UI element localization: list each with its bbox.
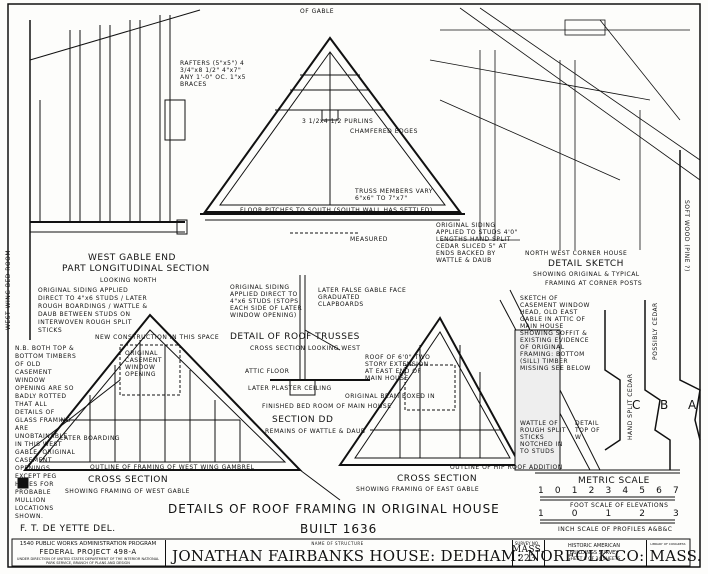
sketch-title1: NORTH WEST CORNER HOUSE [525, 250, 628, 257]
profile-a-label: A [688, 398, 698, 412]
detail-sketch-drawing [429, 7, 701, 250]
west-section-title: CROSS SECTION [88, 475, 169, 485]
longitudinal-section-drawing [29, 9, 201, 340]
scale-tick-label: 1 [538, 486, 545, 496]
inch-scale-label: INCH SCALE OF PROFILES A&B&C [558, 526, 673, 533]
profile-b-label: B [660, 398, 670, 412]
east-section-sub: SHOWING FRAMING OF EAST GABLE [356, 486, 480, 493]
survey-number-2: 223 [517, 554, 537, 564]
west-wing-label: WEST WING BED ROOM [5, 249, 12, 330]
scale-tick-label: 1 [571, 486, 578, 496]
east-outline-note: OUTLINE OF HIP ROOF ADDITION [450, 464, 563, 471]
dd-note2: LATER FALSE GABLE FACE GRADUATED CLAPBOA… [318, 287, 407, 308]
scale-tick-label: 4 [622, 486, 629, 496]
roof-truss-drawing [176, 36, 465, 235]
structure-name: JONATHAN FAIRBANKS HOUSE: DEDHAM: NORFOL… [172, 547, 702, 565]
long-section-sub2: LOOKING NORTH [100, 277, 157, 284]
section-dd-drawing [270, 275, 370, 396]
truss-members-note: TRUSS MEMBERS VARY 6"x6" TO 7"x7" [355, 188, 433, 202]
main-title: DETAILS OF ROOF FRAMING IN ORIGINAL HOUS… [168, 502, 500, 516]
west-outline-note: OUTLINE OF FRAMING OF WEST WING GAMBREL [90, 464, 255, 471]
west-section-sub: SHOWING FRAMING OF WEST GABLE [65, 488, 190, 495]
new-construction-note: NEW CONSTRUCTION IN THIS SPACE [95, 334, 220, 341]
scale-tick-label: 0 [554, 486, 562, 496]
scale-tick-label: 1 [605, 509, 612, 519]
east-wattle-note: WATTLE OF ROUGH SPLIT STICKS NOTCHED IN … [520, 420, 567, 455]
metric-scale-label: METRIC SCALE [578, 476, 650, 486]
scale-tick-label: 1 [538, 509, 545, 519]
chamfered-note: CHAMFERED EDGES [350, 128, 418, 135]
east-sketch-note: SKETCH OF CASEMENT WINDOW HEAD, OLD EAST… [520, 295, 591, 372]
east-gable-section-drawing [338, 289, 601, 471]
project-label: FEDERAL PROJECT 498-A [39, 548, 137, 556]
nb-note: N.B. BOTH TOP & BOTTOM TIMBERS OF OLD CA… [15, 345, 77, 520]
east-detail-note: DETAIL TOP OF W [575, 420, 601, 441]
east-section-title: CROSS SECTION [397, 474, 478, 484]
scale-tick-label: 3 [605, 486, 612, 496]
gable-label: OF GABLE [300, 8, 335, 15]
habs-line1: HISTORIC AMERICAN [568, 543, 620, 549]
dd-beam: ORIGINAL BEAM BOXED IN [345, 393, 436, 400]
profile-possibly-cedar: POSSIBLY CEDAR [652, 302, 659, 360]
sheet-border [7, 3, 701, 568]
purlins-note: 3 1/2x4 1/2 PURLINS [302, 118, 374, 125]
structure-label: NAME OF STRUCTURE [311, 541, 364, 546]
long-section-note: ORIGINAL SIDING APPLIED DIRECT TO 4"x6 S… [38, 287, 148, 334]
scale-tick-label: 2 [588, 486, 595, 496]
original-casement-note: ORIGINAL CASEMENT WINDOW OPENING [125, 350, 163, 378]
dd-title: SECTION DD [272, 415, 334, 425]
profile-c-label: C [632, 398, 642, 412]
measured-note: MEASURED [350, 236, 388, 243]
long-section-sub1: PART LONGITUDINAL SECTION [62, 264, 210, 274]
molding-profiles-drawing [604, 150, 701, 470]
west-gable-section-drawing [17, 313, 341, 501]
siding-note: ORIGINAL SIDING APPLIED TO STUDS 4'0" LE… [436, 222, 518, 264]
sheet-number: SHEET 8 OF 24 SHEETS [567, 557, 621, 562]
program-label: 1540 PUBLIC WORKS ADMINISTRATION PROGRAM [19, 541, 157, 547]
sketch-sub1: SHOWING ORIGINAL & TYPICAL [533, 271, 640, 278]
dd-note3: ROOF OF 6'0" TWO STORY EXTENSION AT EAST… [365, 354, 431, 382]
foot-scale-label: FOOT SCALE OF ELEVATIONS [570, 502, 669, 509]
later-boarding-note: LATER BOARDING [60, 435, 121, 442]
survey-number-1: MASS. [512, 545, 544, 555]
habs-line2: BUILDINGS SURVEY [569, 550, 619, 556]
survey-label: SURVEY NO. [514, 541, 540, 546]
title-block-frame [11, 538, 691, 567]
trusses-subtitle: CROSS SECTION LOOKING WEST [250, 345, 361, 352]
scale-tick-label: 2 [639, 509, 646, 519]
dd-remains: REMAINS OF WATTLE & DAUB [265, 428, 366, 435]
dd-note1: ORIGINAL SIDING APPLIED DIRECT TO 4"x6 S… [230, 284, 303, 319]
built-date: BUILT 1636 [300, 522, 378, 536]
dd-bedroom: FINISHED BED ROOM OF MAIN HOUSE [262, 403, 392, 410]
scale-tick-label: 7 [673, 486, 680, 496]
sketch-title2: DETAIL SKETCH [548, 259, 624, 269]
scale-bars [535, 469, 680, 524]
library-label: LIBRARY OF CONGRESS [650, 542, 686, 546]
scale-tick-label: 0 [571, 509, 578, 519]
dd-later: LATER PLASTER CEILING [248, 385, 332, 392]
profile-soft-wood: SOFT WOOD (PINE ?) [683, 200, 690, 272]
scale-tick-label: 3 [673, 509, 680, 519]
long-section-title: WEST GABLE END [88, 253, 176, 263]
scale-tick-label: 5 [639, 486, 646, 496]
floor-pitch-note: FLOOR PITCHES TO SOUTH (SOUTH WALL HAS S… [240, 207, 433, 214]
trusses-title: DETAIL OF ROOF TRUSSES [230, 332, 360, 342]
dd-attic: ATTIC FLOOR [245, 368, 290, 375]
delineator: F. T. DE YETTE DEL. [20, 524, 116, 534]
rafters-note: RAFTERS (5"x5") 4 3/4"x8 1/2" 4"x7" ANY … [180, 60, 246, 88]
direction-label: UNDER DIRECTION OF UNITED STATES DEPARTM… [16, 557, 160, 565]
scale-tick-label: 6 [656, 486, 663, 496]
sketch-sub2: FRAMING AT CORNER POSTS [545, 280, 643, 287]
